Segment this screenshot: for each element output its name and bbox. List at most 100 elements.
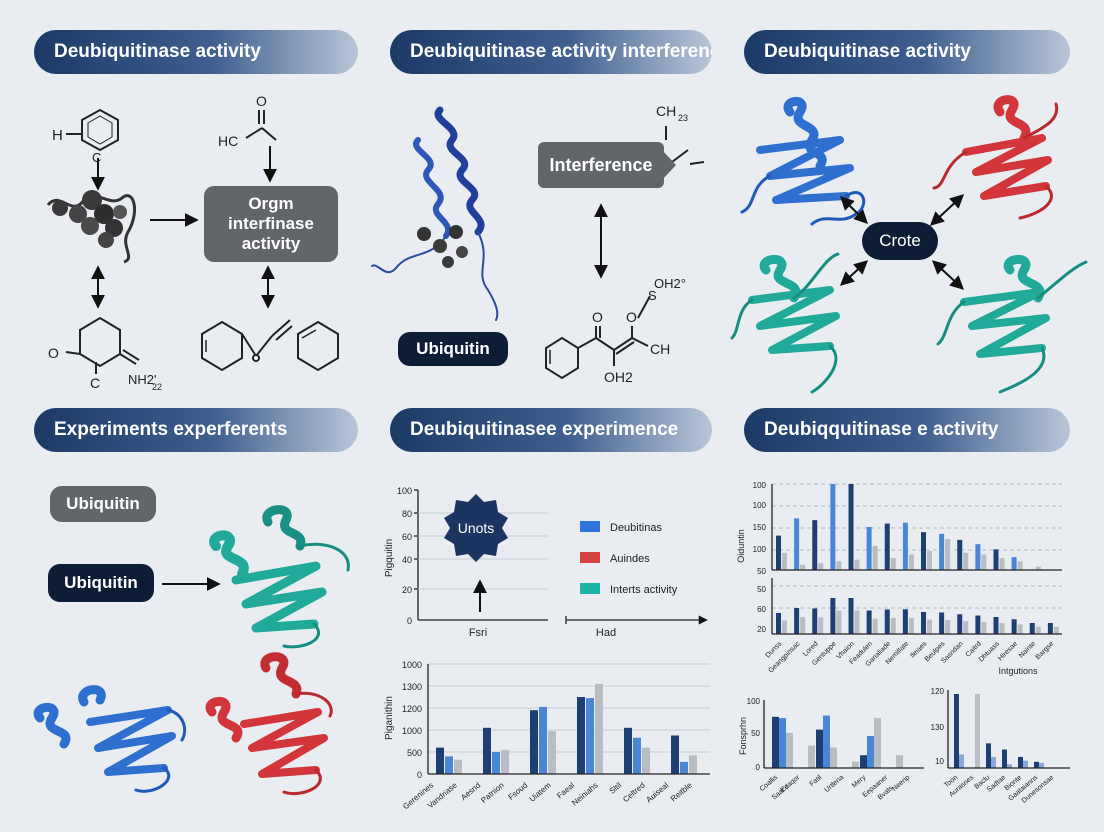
chem-nh2-sub: 22 (152, 382, 162, 392)
ketone-chain-molecule (545, 295, 651, 380)
blue-helix-protein (371, 106, 499, 321)
gear-icon (444, 494, 508, 562)
bar-p6t-lower-grey (1017, 624, 1023, 634)
bar-p6t-upper (939, 533, 945, 570)
bar-p5-s2-c2 (501, 749, 509, 774)
bar-p5-s0-c0 (436, 747, 444, 774)
bar-p5-s1-c8 (633, 737, 641, 774)
teal-ribbon-protein-panel4 (209, 505, 350, 649)
bar-p6t-lower-grey (908, 617, 914, 634)
bar-p6t-upper-grey (854, 559, 860, 570)
panel-header-1: Deubiquitinase activity (34, 30, 358, 74)
bar-p6t-upper (957, 539, 963, 570)
arrow-crote-bottomleft (839, 260, 869, 286)
chem-o-label: O (256, 93, 267, 109)
bar-p6t-lower-grey (818, 617, 824, 634)
bar-p6t-upper (902, 522, 908, 570)
bar-p6t-lower (921, 612, 926, 634)
chem-ch3-label: CH (656, 103, 676, 119)
bl6-ytick-1: 50 (751, 729, 760, 738)
bar-p6t-lower-grey (981, 621, 987, 634)
gear-label: Unots (458, 520, 495, 536)
chem-o-left-label: O (48, 345, 59, 361)
bar-p6t-upper (776, 535, 781, 570)
br6-ytick-0: 120 (931, 687, 945, 696)
ubiquitin-label-dark: Ubiquitin (48, 564, 154, 602)
bar-p6t-upper (993, 549, 999, 570)
bot5-ylabel: Piganithin (384, 696, 395, 740)
bar-p6t-lower (939, 612, 945, 634)
bar-p6t-lower (794, 608, 800, 634)
top6-ytick-u2: 150 (753, 523, 767, 532)
top6-ytick-u4: 50 (757, 567, 766, 576)
bar-p6t-upper-grey (999, 557, 1005, 570)
bar-p6t-upper-grey (818, 563, 824, 570)
panel-header-2: Deubiquitinase activity interference (390, 30, 712, 74)
top5-ytick-2: 60 (402, 532, 412, 542)
bar-p5-s2-c8 (642, 747, 650, 774)
bar-p5-s0-c6 (577, 697, 585, 774)
ubiquitin-label-grey: Ubiquitin (50, 486, 156, 522)
bar-p5-s1-c0 (445, 756, 453, 774)
bot5-ytick-1: 1300 (402, 682, 422, 692)
chem-h-label: H (52, 127, 63, 144)
bar-p6bl-s2-c2 (830, 747, 837, 768)
top6-ytick-l1: 60 (757, 605, 766, 614)
bar-p5-s2-c6 (595, 683, 603, 774)
bar-p6t-lower (848, 598, 854, 634)
bl6-xtick: Mery (851, 774, 868, 790)
bar-p5-s2-c4 (548, 731, 556, 774)
legend-label-2: Interts activity (610, 584, 678, 596)
bar-p6bl-s0-c0 (772, 716, 779, 768)
bar-p6t-upper (975, 544, 981, 570)
bar-p6t-upper-grey (927, 551, 932, 570)
bar-p6br-s1-c4 (1023, 760, 1028, 768)
bar-p5-s0-c10 (671, 735, 679, 774)
bar-p6t-lower (1047, 623, 1053, 634)
bar-p6t-lower-grey (945, 620, 951, 634)
bar-p6br-s1-c5 (1039, 763, 1044, 768)
top5-ytick-3: 40 (402, 555, 412, 565)
bl6-xtick-b0: Saar'd (771, 783, 791, 801)
legend-label-0: Deubitinas (610, 522, 662, 534)
bar-p6br-s1-c0 (959, 754, 964, 768)
chem-s-label: S (648, 288, 657, 303)
top6-ytick-l2: 20 (757, 625, 766, 634)
bar-p6t-lower (866, 610, 872, 634)
legend-label-1: Auindes (610, 553, 650, 565)
chem-c-bottom-label: C (90, 375, 100, 391)
bl6-xtick: Fatil (809, 774, 824, 788)
bar-p6t-lower-grey (963, 621, 969, 634)
bl6-ylabel: Fonsprhn (738, 717, 748, 755)
teal-ribbon-protein-right (936, 254, 1088, 394)
bar-p6t-lower-grey (890, 618, 896, 634)
bar-p5-s0-c2 (483, 727, 491, 774)
bar-p6bl-s0-c4 (860, 755, 867, 768)
bar-p6br-s0-c5 (1034, 761, 1039, 768)
bar-p6t-lower (776, 613, 781, 634)
bar-p6t-lower-grey (872, 618, 878, 634)
chem-ch-label: CH (650, 341, 670, 357)
blue-ribbon-protein (740, 96, 866, 226)
top6-ylabel: Oiduntin (736, 529, 746, 563)
bar-p6bl-s2-c1 (808, 745, 815, 768)
benzene-ring-molecule (66, 108, 119, 152)
teal-ribbon-protein-left (730, 252, 840, 394)
bar-p5-s1-c6 (586, 698, 594, 774)
bar-p6t-upper (812, 520, 818, 570)
bar-p5-s1-c4 (539, 706, 547, 774)
bar-p5-s0-c4 (530, 710, 538, 774)
bar-p6bl-s2-c3 (852, 761, 859, 768)
bl6-xtick: Neerip (891, 774, 911, 793)
bar-p6t-upper-grey (1035, 566, 1041, 570)
bar-p6br-s0-c0 (954, 694, 959, 768)
top6-ytick-u0: 100 (753, 481, 767, 490)
bar-p6t-upper-grey (963, 552, 969, 570)
bar-p6t-upper (884, 523, 890, 570)
